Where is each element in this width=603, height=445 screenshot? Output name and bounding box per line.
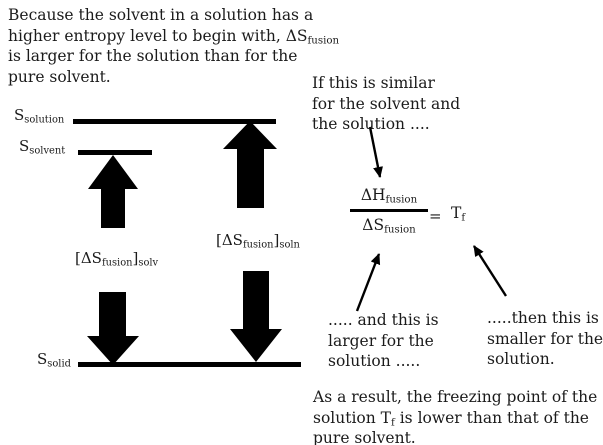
equation-numerator: ΔHfusion xyxy=(360,186,418,206)
note-similar-line-3: the solution .... xyxy=(312,115,430,133)
note-smaller-line-1: .....then this is xyxy=(487,309,599,327)
note-similar-line-2: for the solvent and xyxy=(312,94,461,113)
intro-line-2: higher entropy level to begin with, ΔSfu… xyxy=(8,26,340,46)
intro-line-3: is larger for the solution than for the xyxy=(8,47,298,65)
conclusion-paragraph: As a result, the freezing point of the s… xyxy=(313,387,597,445)
note-larger-line-3: solution ..... xyxy=(328,352,421,370)
note-larger-line-1: ..... and this is xyxy=(328,311,439,329)
intro-line-1: Because the solvent in a solution has a xyxy=(8,6,314,24)
conclusion-line-1: As a result, the freezing point of the xyxy=(313,388,598,406)
conclusion-line-3: pure solvent. xyxy=(313,429,416,445)
up-arrow-solution xyxy=(223,121,277,208)
intro-paragraph: Because the solvent in a solution has a … xyxy=(8,5,339,87)
solvent-level-line xyxy=(78,150,152,155)
delta-s-label-solution: [ΔSfusion]soln xyxy=(216,231,300,251)
equation-fraction: ΔHfusion ΔSfusion xyxy=(350,186,428,235)
equation-equals-sign: = xyxy=(429,207,442,225)
note-smaller-line-3: solution. xyxy=(487,350,555,368)
smaller-annotation-arrow xyxy=(472,245,508,297)
level-label-solid: Ssolid xyxy=(37,350,71,370)
level-label-solution: Ssolution xyxy=(14,106,65,126)
note-smaller-line-2: smaller for the xyxy=(487,329,603,348)
delta-s-label-solvent: [ΔSfusion]solv xyxy=(75,249,159,269)
note-larger: ..... and this is larger for the solutio… xyxy=(328,310,439,372)
note-similar: If this is similar for the solvent and t… xyxy=(312,73,460,135)
up-arrow-solvent xyxy=(88,155,138,228)
note-similar-line-1: If this is similar xyxy=(312,74,435,92)
larger-annotation-arrow xyxy=(355,253,381,312)
equation-denominator: ΔSfusion xyxy=(350,208,428,235)
solid-level-line xyxy=(78,362,301,367)
note-smaller: .....then this is smaller for the soluti… xyxy=(487,308,603,370)
down-arrow-solvent xyxy=(87,292,139,365)
conclusion-line-2: solution Tf is lower than that of the xyxy=(313,408,589,428)
level-label-solvent: Ssolvent xyxy=(19,137,66,157)
equation-result-tf: Tf xyxy=(451,204,466,224)
note-larger-line-2: larger for the xyxy=(328,331,434,350)
solution-level-line xyxy=(73,119,276,124)
intro-line-4: pure solvent. xyxy=(8,67,111,86)
similar-annotation-arrow xyxy=(368,126,383,178)
down-arrow-solution xyxy=(230,271,282,362)
